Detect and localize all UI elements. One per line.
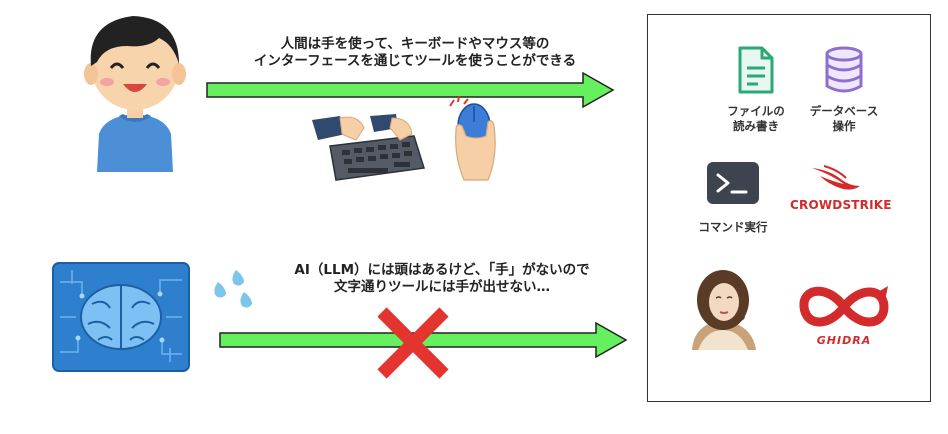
human-caption-line1: 人間は手を使って、キーボードやマウス等の [280, 36, 550, 52]
terminal-icon [707, 162, 759, 204]
file-io-label: ファイルの 読み書き [718, 104, 794, 134]
crowdstrike-wordmark: CROWDSTRIKE [790, 198, 892, 212]
database-label: データベース 操作 [796, 104, 892, 134]
blocked-cross-icon [377, 307, 449, 379]
database-label-line1: データベース [809, 104, 879, 118]
file-io-label-line1: ファイルの [727, 104, 785, 118]
llm-caption-line1: AI（LLM）には頭はあるけど、「手」がないので [294, 262, 590, 278]
human-to-tools-arrow [206, 71, 615, 109]
document-icon [738, 46, 774, 94]
llm-caption: AI（LLM）には頭はあるけど、「手」がないので 文字通りツールには手が出せない… [262, 262, 622, 296]
mouse-illustration [449, 96, 496, 181]
database-icon [825, 46, 863, 93]
person-illustration [84, 16, 186, 172]
human-caption: 人間は手を使って、キーボードやマウス等の インターフェースを通じてツールを使うこ… [220, 36, 610, 70]
ghidra-dragon-icon [799, 286, 889, 327]
sweat-drops-icon [214, 270, 252, 308]
portrait-logo-icon [686, 264, 760, 350]
database-label-line2: 操作 [832, 119, 856, 133]
human-caption-line2: インターフェースを通じてツールを使うことができる [253, 53, 577, 69]
keyboard-illustration [312, 114, 425, 181]
ai-brain-illustration [52, 262, 190, 372]
llm-caption-line2: 文字通りツールには手が出せない… [334, 279, 550, 295]
file-io-label-line2: 読み書き [733, 119, 779, 133]
ghidra-wordmark: GHIDRA [816, 334, 872, 347]
command-exec-label: コマンド実行 [698, 220, 768, 234]
crowdstrike-falcon-icon [812, 165, 860, 190]
